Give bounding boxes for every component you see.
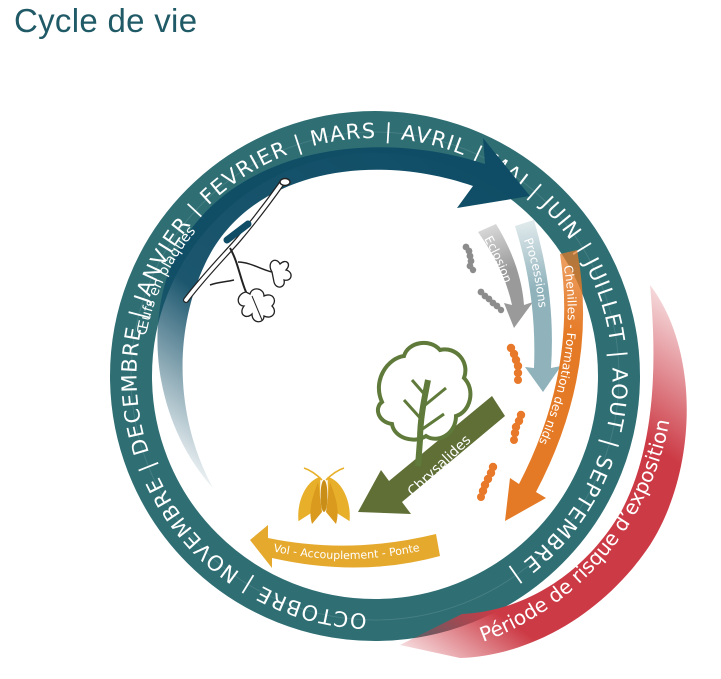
hatching-arrow	[478, 224, 533, 328]
oak-leaf-icon	[269, 259, 292, 288]
moth-icon	[297, 467, 351, 524]
month-ring-midline	[130, 131, 620, 621]
caterpillar-icons	[477, 343, 526, 501]
chrysalis-arrow	[358, 396, 505, 514]
hatchling-caterpillars	[462, 243, 505, 314]
egg-plaque-icon	[223, 220, 252, 244]
eggs-arrow	[157, 138, 530, 488]
page-title: Cycle de vie	[14, 2, 198, 39]
flight-arrow	[250, 525, 440, 568]
tree-icon	[375, 340, 473, 467]
caterpillars-arrow	[505, 250, 584, 521]
month-ring	[110, 111, 640, 641]
branch-illustration	[183, 177, 292, 323]
processions-arrow	[515, 220, 561, 392]
risk-period-arrow	[400, 285, 687, 658]
